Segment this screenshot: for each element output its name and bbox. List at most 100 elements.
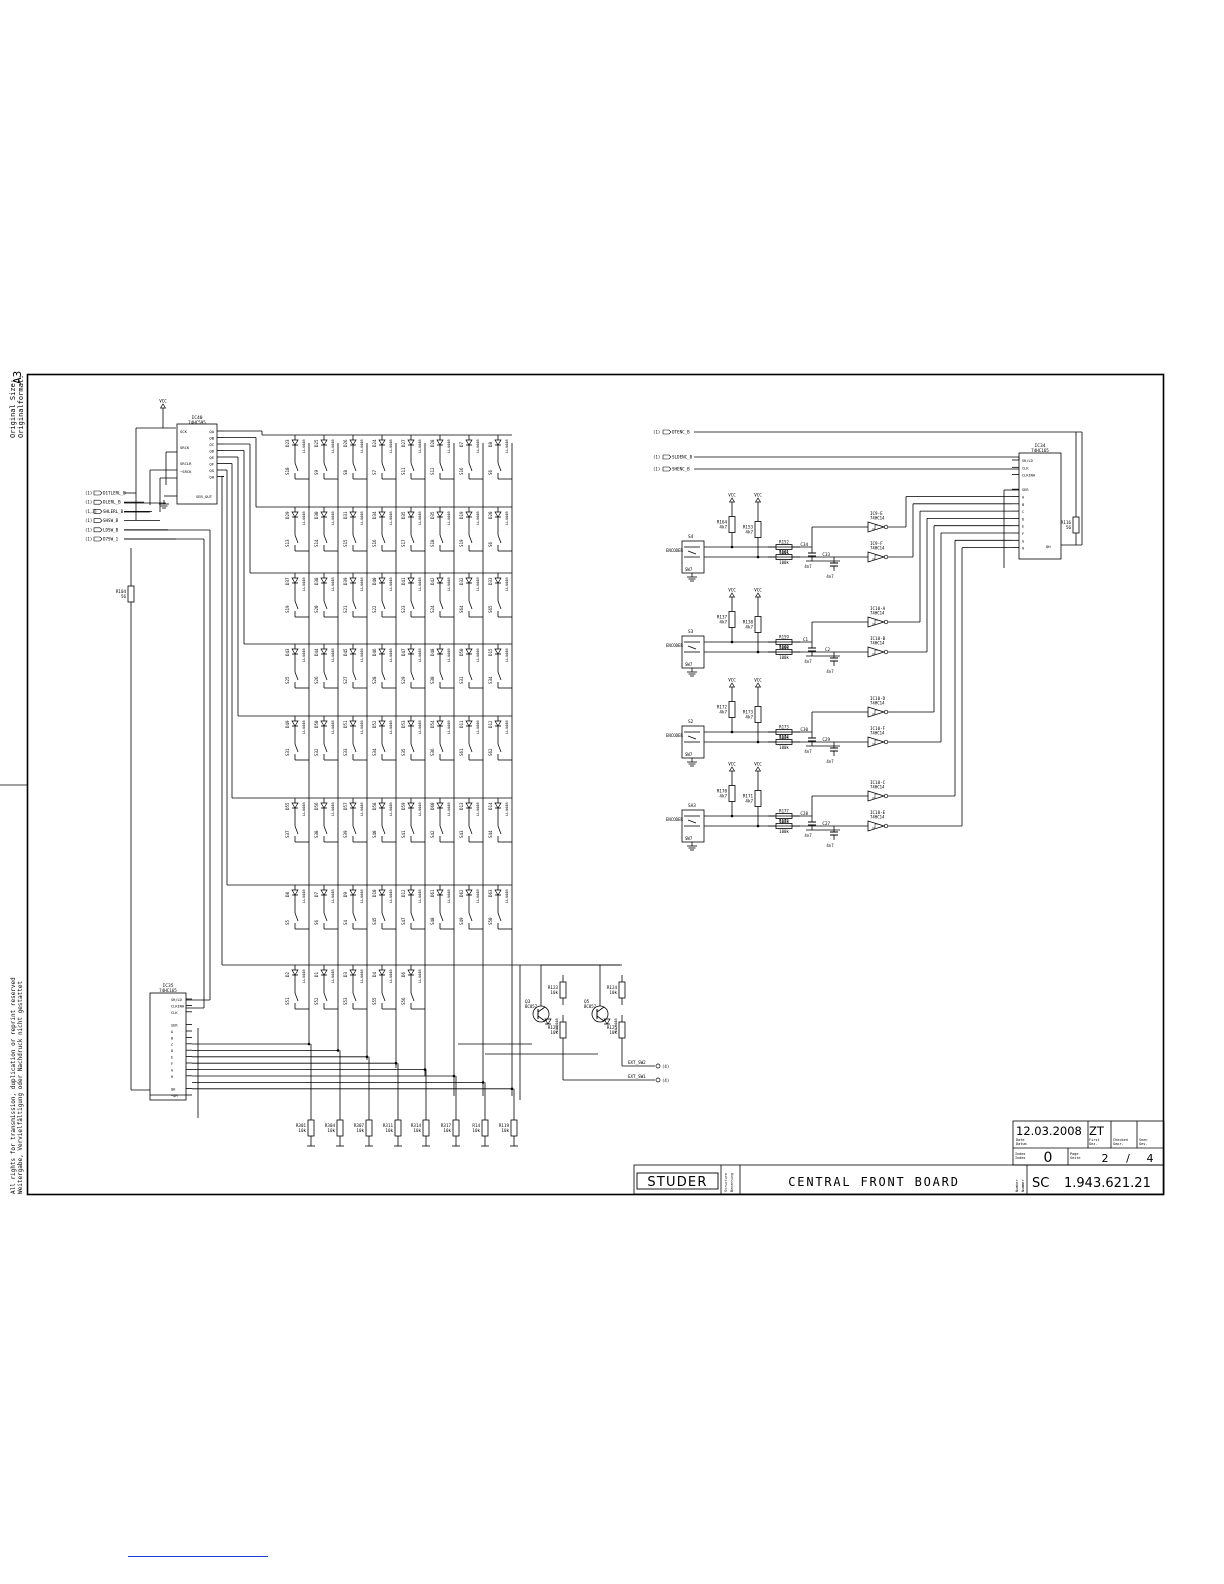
ic40-pin-label: SRCLR xyxy=(180,461,192,466)
diode-symbol xyxy=(407,577,415,584)
diode-symbol xyxy=(494,889,502,896)
resistor-value: 4k7 xyxy=(719,794,727,799)
switch-ref: S41 xyxy=(401,830,406,838)
net-tag: (1) xyxy=(85,500,92,505)
switch-ref: S15 xyxy=(343,539,348,547)
transistor-leg xyxy=(596,1015,605,1022)
diode-symbol xyxy=(544,1018,552,1025)
switch-ref: S42 xyxy=(430,830,435,838)
ic34-pin-label: CLK xyxy=(1022,466,1029,470)
diode-ref: D7 xyxy=(459,441,464,447)
schmitt-glyph xyxy=(872,823,878,829)
ic40-pin-label: QG xyxy=(209,468,214,473)
diode-symbol xyxy=(436,511,444,518)
net-tag: (1,3) xyxy=(85,509,97,514)
capacitor-ref: C1 xyxy=(803,637,809,642)
switch-blade xyxy=(352,534,357,544)
capacitor-value: 4n7 xyxy=(804,833,812,838)
diode-part: LL4448 xyxy=(388,648,393,662)
diode-ref: D63 xyxy=(488,889,493,897)
resistor-value: 4k7 xyxy=(745,530,753,535)
gate-part: 74HC14 xyxy=(870,815,885,820)
ic40-pin-label: QH xyxy=(209,475,214,480)
diode-ref: D50 xyxy=(459,648,464,656)
switch-ref: S10 xyxy=(285,467,290,475)
switch-ref: S29 xyxy=(401,676,406,684)
diode-symbol xyxy=(291,889,299,896)
diode-ref: D23 xyxy=(285,439,290,447)
switch-ref: S22 xyxy=(372,605,377,613)
switch-ref: S17 xyxy=(401,539,406,547)
diode-ref: D2 xyxy=(285,971,290,977)
diode-ref: D53 xyxy=(401,720,406,728)
switch-ref: S19 xyxy=(459,539,464,547)
diode-ref: D35 xyxy=(401,511,406,519)
resistor-ref: R172 xyxy=(717,705,728,710)
junction-dot xyxy=(452,1074,456,1078)
original-size-label: Original Size: xyxy=(9,378,17,438)
title-small-label: Index xyxy=(1015,1156,1026,1160)
diode-symbol xyxy=(465,648,473,655)
switch-ref: S23 xyxy=(401,605,406,613)
gate-ref: IC9-E xyxy=(870,511,883,516)
diode-part: LL4448 xyxy=(301,889,306,903)
diode-symbol xyxy=(436,889,444,896)
diode-part: LL4448 xyxy=(359,648,364,662)
switch-ref: S31 xyxy=(459,676,464,684)
diode-ref: D58 xyxy=(372,802,377,810)
switch-blade xyxy=(323,671,328,681)
switch-ref: S6 xyxy=(314,919,319,925)
title-strip xyxy=(633,1164,1165,1195)
net-port xyxy=(93,499,103,505)
vcc-label: VCC xyxy=(728,588,736,593)
switch-ref: S6 xyxy=(488,469,493,475)
diode-symbol xyxy=(465,439,473,446)
net-name: DTENC_B xyxy=(672,430,690,435)
ic35-pin-label: QH xyxy=(171,1088,175,1092)
format-value: A3 xyxy=(11,370,24,384)
switch-blade xyxy=(323,600,328,610)
switch-blade xyxy=(352,912,357,922)
switch-blade xyxy=(381,825,386,835)
capacitor-value: 4n7 xyxy=(804,564,812,569)
ic35-ref: IC35 xyxy=(162,983,173,989)
diode-ref: D7 xyxy=(314,891,319,897)
switch-blade xyxy=(468,743,473,753)
ic40-pin-label: QC xyxy=(209,442,214,447)
gate-part: 74HC14 xyxy=(870,701,885,706)
diode-part: LL4448 xyxy=(613,1018,618,1032)
diode-part: LL4448 xyxy=(301,511,306,525)
resistor-value: 4k7 xyxy=(719,710,727,715)
bottom-link-line xyxy=(128,1556,268,1557)
ic35-pin-label: F xyxy=(171,1062,173,1066)
resistor-ref: R119 xyxy=(499,1123,510,1128)
resistor-ref: R307 xyxy=(354,1123,365,1128)
diode-part: LL4448 xyxy=(301,720,306,734)
resistor-ref: R314 xyxy=(411,1123,422,1128)
switch-blade xyxy=(439,671,444,681)
diode-part: LL4448 xyxy=(359,577,364,591)
ic40-pin-label: SRCK xyxy=(180,445,190,450)
diode-part: LL4448 xyxy=(417,577,422,591)
sheet-frame xyxy=(0,373,1165,1196)
resistor-body xyxy=(618,981,626,999)
ic35-pin-label: A xyxy=(171,1030,174,1034)
inverter-bubble xyxy=(883,823,889,829)
encoder-blade xyxy=(687,645,697,650)
vcc-arrow xyxy=(159,403,167,409)
switch-blade xyxy=(381,534,386,544)
diode-ref: D27 xyxy=(401,439,406,447)
resistor-ref: R120 xyxy=(548,1025,559,1030)
resistor-value: 10k xyxy=(609,1030,617,1035)
encoder-ref: S4 xyxy=(688,534,694,540)
transistor-leg xyxy=(537,1006,546,1013)
diode-symbol xyxy=(291,720,299,727)
switch-blade xyxy=(410,992,415,1002)
ic35-pin-label: CLK xyxy=(171,1011,178,1015)
gate-part: 74HC14 xyxy=(870,641,885,646)
resistor-body xyxy=(1072,516,1080,534)
ic40-pin-label: QF xyxy=(209,462,214,467)
switch-blade xyxy=(497,462,502,472)
diode-ref: D12 xyxy=(401,889,406,897)
diode-symbol xyxy=(378,511,386,518)
